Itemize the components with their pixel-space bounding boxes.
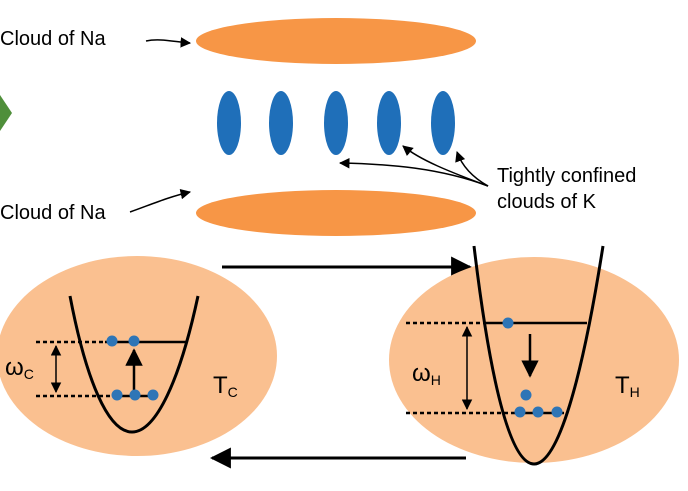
hot-temp-sub: H bbox=[629, 384, 640, 400]
cold-bath bbox=[0, 256, 277, 456]
cold-frequency-label: ωC bbox=[5, 354, 34, 382]
cold-atom bbox=[147, 389, 159, 401]
hot-frequency-label: ωH bbox=[412, 360, 441, 388]
k-cloud-3 bbox=[324, 91, 348, 155]
pointer-arrow-na-top bbox=[145, 37, 192, 48]
pointer-arrow-na-bottom bbox=[129, 188, 192, 213]
na-cloud-bottom bbox=[196, 190, 476, 236]
hot-trap-potential bbox=[472, 245, 605, 466]
pointer-arrow-k-3 bbox=[455, 151, 489, 187]
na-cloud-top bbox=[196, 18, 476, 64]
cold-temp-label: TC bbox=[213, 372, 238, 400]
pointer-arrow-k-2 bbox=[402, 145, 489, 187]
k-cloud-1 bbox=[217, 91, 241, 155]
hot-atom bbox=[502, 317, 514, 329]
cold-trap-potential bbox=[68, 295, 200, 434]
cold-temp-sub: C bbox=[227, 384, 238, 400]
cold-atom bbox=[111, 389, 123, 401]
k-cloud-2 bbox=[269, 91, 293, 155]
cold-temp-symbol: T bbox=[213, 372, 228, 399]
hot-temp-symbol: T bbox=[615, 372, 630, 399]
k-cloud-4 bbox=[377, 91, 401, 155]
cold-atom bbox=[129, 389, 141, 401]
cold-atom bbox=[106, 335, 118, 347]
cold-frequency-symbol: ω bbox=[5, 354, 24, 381]
pointer-arrow-k-1 bbox=[338, 157, 489, 187]
hot-atom bbox=[551, 406, 563, 418]
na-bottom-label: Cloud of Na bbox=[0, 202, 106, 224]
hot-frequency-sub: H bbox=[430, 372, 441, 388]
cold-frequency-sub: C bbox=[23, 366, 34, 382]
hot-atom bbox=[520, 389, 532, 401]
green-arrow-marker bbox=[0, 95, 12, 131]
hot-temp-label: TH bbox=[615, 372, 640, 400]
hot-atom bbox=[514, 406, 526, 418]
k-clouds-label: Tightly confined clouds of K bbox=[497, 165, 637, 213]
cold-atom bbox=[128, 335, 140, 347]
k-cloud-5 bbox=[431, 91, 455, 155]
hot-frequency-symbol: ω bbox=[412, 360, 431, 387]
hot-atom bbox=[532, 406, 544, 418]
na-top-label: Cloud of Na bbox=[0, 28, 106, 50]
hot-bath bbox=[389, 257, 679, 463]
